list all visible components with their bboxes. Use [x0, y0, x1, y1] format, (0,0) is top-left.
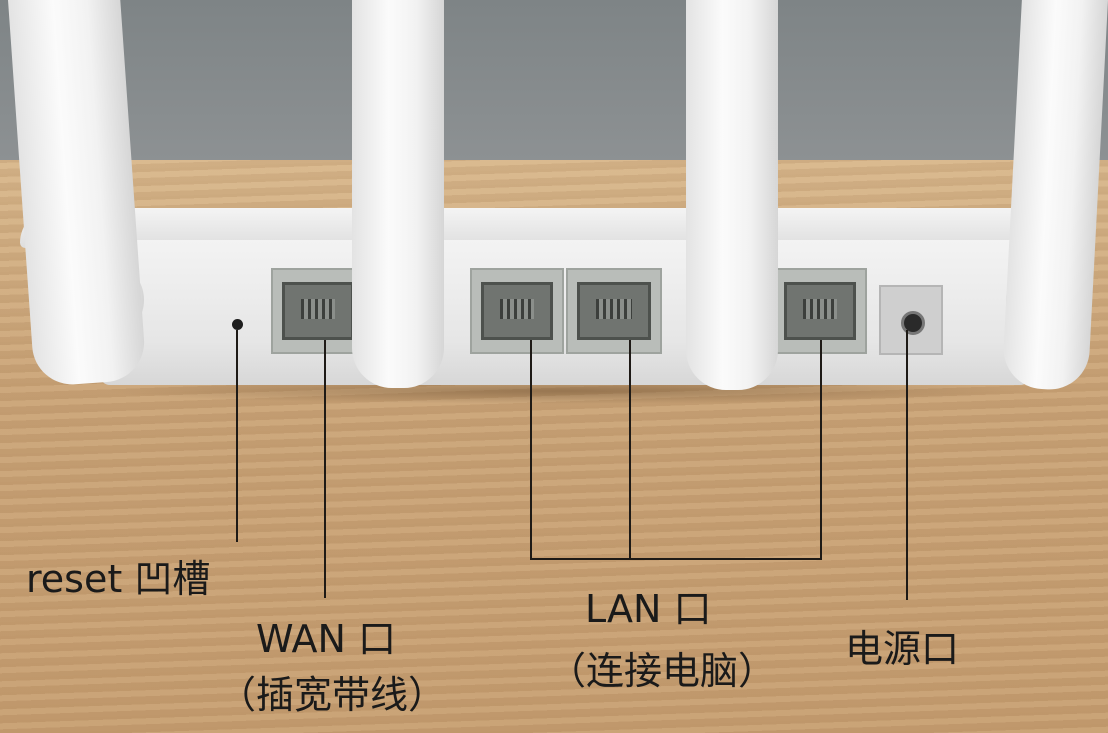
router-body — [100, 240, 1030, 385]
lan-leader-line-3 — [820, 340, 822, 560]
lan-leader-line-1 — [530, 340, 532, 560]
lan-sublabel: （连接电脑） — [548, 649, 777, 693]
lan-label: LAN 口 — [585, 587, 712, 631]
power-leader-line — [906, 330, 908, 600]
power-label: 电源口 — [845, 627, 960, 671]
antenna-3 — [686, 0, 778, 390]
reset-label: reset 凹槽 — [26, 557, 211, 601]
background-wall — [0, 0, 1108, 172]
lan-port-1 — [470, 268, 564, 354]
wan-label: WAN 口 — [256, 617, 396, 661]
lan-leader-bracket — [530, 558, 822, 560]
lan-port-2 — [566, 268, 662, 354]
lan-leader-line-2 — [629, 340, 631, 560]
wan-leader-line — [324, 340, 326, 598]
antenna-2 — [352, 0, 444, 388]
wan-port — [271, 268, 365, 354]
wan-sublabel: （插宽带线） — [218, 673, 447, 717]
power-port — [879, 285, 943, 355]
reset-hole — [232, 319, 243, 330]
reset-leader-line — [236, 330, 238, 542]
